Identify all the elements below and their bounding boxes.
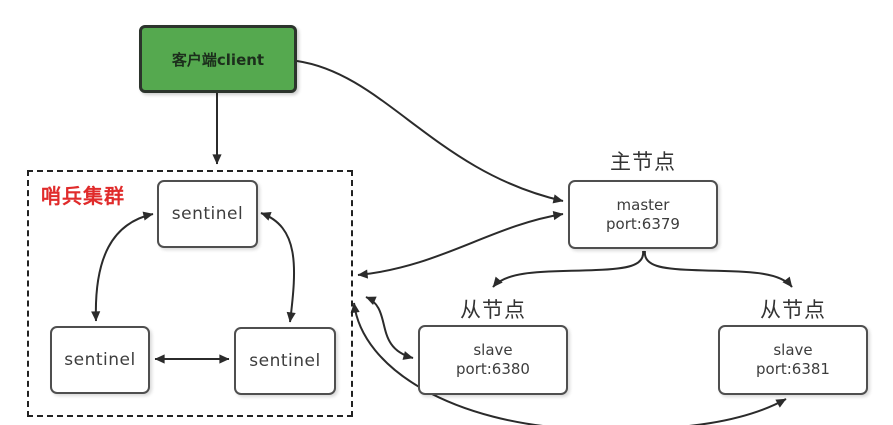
client-label: 客户端client — [171, 50, 265, 69]
master-port: port:6379 — [606, 214, 680, 233]
master-name: master — [616, 195, 670, 214]
slave1-group-label: 从节点 — [460, 298, 526, 322]
sentinel-label: sentinel — [64, 350, 136, 370]
arrow-master-to-slave2 — [643, 250, 793, 288]
arrow-sentinel-top-right-bidirectional — [260, 212, 296, 323]
slave-port: port:6380 — [456, 360, 530, 378]
slave-name: slave — [473, 341, 513, 359]
sentinel-node-bottom-right: sentinel — [234, 327, 336, 395]
sentinel-node-top: sentinel — [157, 180, 258, 248]
client-node: 客户端client — [139, 25, 297, 93]
arrow-cluster-slave2-bidirectional — [350, 302, 787, 425]
arrow-client-to-master — [296, 60, 564, 204]
master-node: master port:6379 — [568, 180, 718, 249]
sentinel-label: sentinel — [171, 204, 244, 224]
sentinel-label: sentinel — [249, 351, 321, 371]
slave-node-6381: slave port:6381 — [718, 325, 868, 395]
slave-node-6380: slave port:6380 — [418, 325, 568, 395]
sentinel-node-bottom-left: sentinel — [50, 326, 150, 394]
sentinel-cluster-container: 哨兵集群 — [27, 170, 353, 417]
slave-port: port:6381 — [756, 360, 830, 378]
arrow-cluster-master-bidirectional — [357, 211, 564, 279]
slave2-group-label: 从节点 — [760, 298, 826, 322]
sentinel-cluster-label: 哨兵集群 — [41, 184, 125, 208]
slave-name: slave — [773, 341, 813, 359]
arrow-master-to-slave1 — [492, 250, 645, 288]
master-group-label: 主节点 — [610, 150, 676, 174]
arrow-sentinel-top-left-bidirectional — [91, 211, 154, 322]
